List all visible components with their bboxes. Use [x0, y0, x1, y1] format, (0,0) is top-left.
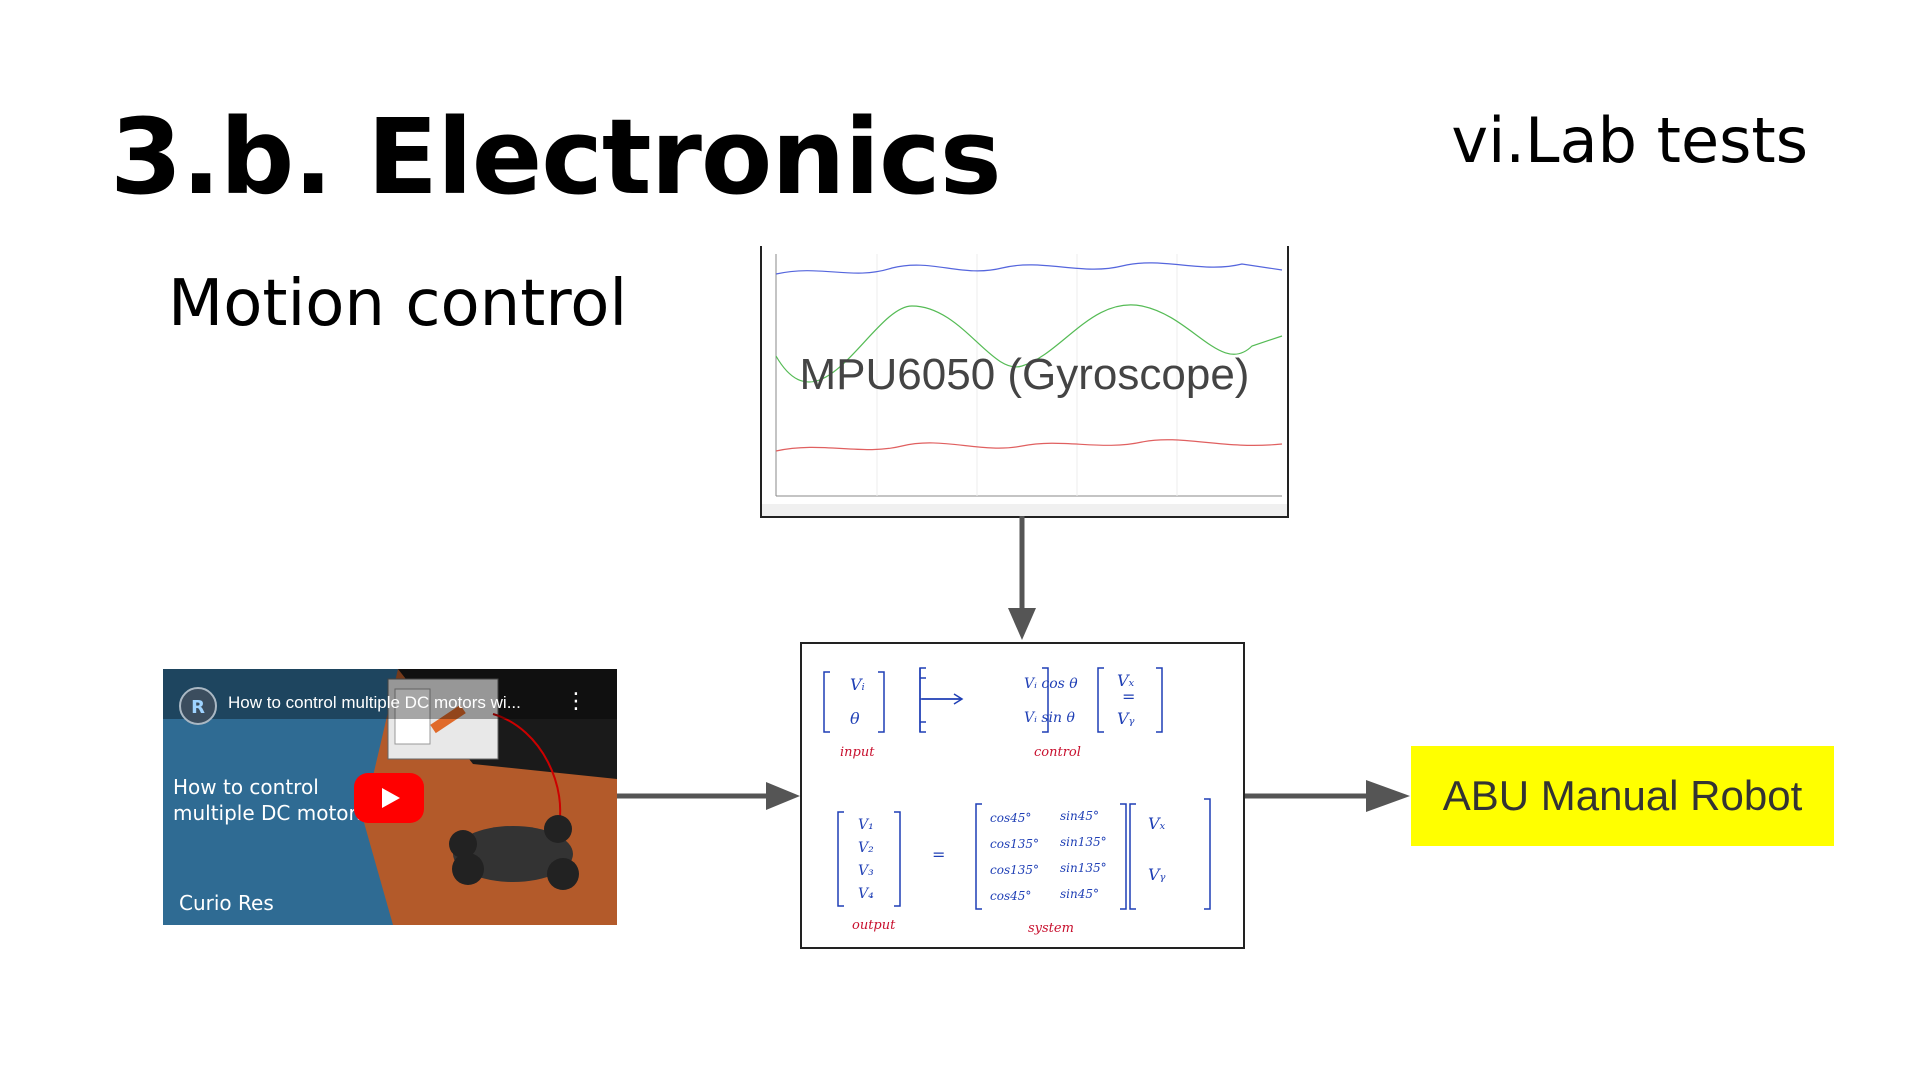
input-theta: θ: [850, 709, 860, 728]
output-v2: V₂: [858, 840, 874, 856]
video-thumbnail[interactable]: R How to control multiple DC motors wi..…: [163, 669, 617, 925]
input-label: input: [840, 745, 875, 760]
vy-bottom: Vᵧ: [1148, 865, 1166, 884]
system-r2c2: sin135°: [1060, 835, 1107, 849]
slide-subtitle: Motion control: [168, 267, 628, 341]
abu-robot-label: ABU Manual Robot: [1411, 746, 1834, 846]
output-v4: V₄: [858, 886, 874, 902]
control-row2: Vᵢ sin θ: [1024, 710, 1076, 726]
system-r4c2: sin45°: [1060, 887, 1099, 901]
video-channel-name: Curio Res: [179, 891, 274, 915]
kinematics-equations-graphic: Vᵢ θ input Vᵢ cos θ Vᵢ sin θ control = V…: [823, 667, 1211, 936]
channel-avatar[interactable]: R: [179, 687, 217, 725]
input-v: Vᵢ: [850, 675, 865, 694]
control-row1: Vᵢ cos θ: [1024, 676, 1078, 692]
gyroscope-plot-graphic: [762, 246, 1287, 516]
arrow-video-to-matrix-head: [766, 782, 800, 810]
vy-top: Vᵧ: [1117, 709, 1135, 728]
abu-robot-text: ABU Manual Robot: [1442, 772, 1803, 819]
control-label: control: [1034, 745, 1081, 760]
system-r3c2: sin135°: [1060, 861, 1107, 875]
vx-top: Vₓ: [1117, 671, 1135, 690]
video-overlay-line1: How to control: [173, 775, 319, 799]
system-r1c2: sin45°: [1060, 809, 1099, 823]
system-r3c1: cos135°: [990, 863, 1039, 877]
output-label: output: [852, 918, 896, 933]
svg-text:=: =: [932, 845, 945, 864]
slide-title: 3.b. Electronics: [110, 96, 1002, 218]
video-overlay-text: How to control multiple DC motors: [173, 774, 367, 826]
video-overlay-line2: multiple DC motors: [173, 801, 368, 825]
video-title[interactable]: How to control multiple DC motors wi...: [228, 693, 521, 712]
svg-text:=: =: [1122, 687, 1135, 706]
arrow-matrix-to-abu-head: [1366, 780, 1410, 812]
gyroscope-label: MPU6050 (Gyroscope): [799, 350, 1250, 399]
system-r4c1: cos45°: [990, 889, 1031, 903]
vx-bottom: Vₓ: [1148, 814, 1166, 833]
arrow-gyro-to-matrix-head: [1008, 608, 1036, 640]
output-v1: V₁: [858, 817, 874, 833]
gyroscope-plot: MPU6050 (Gyroscope): [760, 246, 1289, 518]
system-label: system: [1028, 921, 1074, 936]
more-vert-icon[interactable]: ⋮: [565, 689, 587, 714]
system-r1c1: cos45°: [990, 811, 1031, 825]
play-button-icon[interactable]: [354, 773, 424, 823]
video-background: [163, 669, 617, 925]
kinematics-equations: Vᵢ θ input Vᵢ cos θ Vᵢ sin θ control = V…: [800, 642, 1245, 949]
output-v3: V₃: [858, 863, 874, 879]
slide-tag: vi.Lab tests: [1451, 104, 1808, 177]
system-r2c1: cos135°: [990, 837, 1039, 851]
